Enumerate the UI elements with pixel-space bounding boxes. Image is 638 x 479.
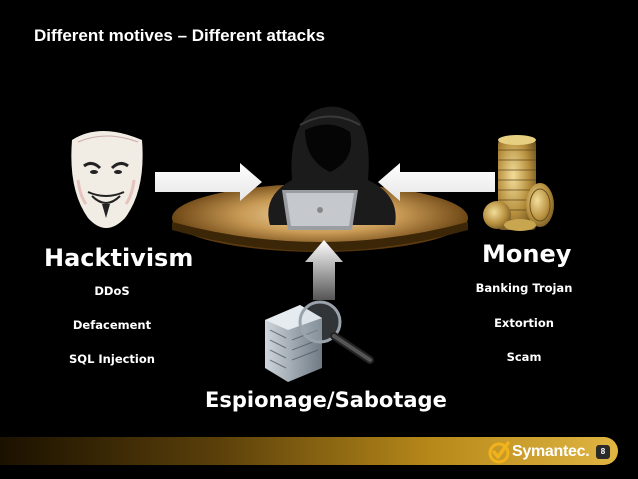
espionage-heading: Espionage/Sabotage: [205, 388, 447, 412]
magnifier-building-icon: [265, 300, 374, 382]
hacktivism-item-defacement: Defacement: [72, 318, 152, 332]
coin-stack-icon: [483, 135, 554, 231]
hacktivism-item-ddos: DDoS: [94, 284, 130, 298]
footer-bar: [0, 437, 618, 465]
money-item-extortion: Extortion: [494, 316, 554, 330]
checkmark-logo-icon: [488, 441, 510, 464]
brand-name: Symantec.: [512, 443, 590, 460]
arrow-up-icon: [305, 240, 343, 300]
hacktivism-item-sql-injection: SQL Injection: [69, 352, 155, 366]
slide-title: Different motives – Different attacks: [34, 26, 325, 45]
hacktivism-heading: Hacktivism: [44, 244, 194, 272]
hooded-hacker-icon: [268, 106, 396, 230]
money-item-scam: Scam: [506, 350, 542, 364]
symantec-logo: Symantec.: [488, 440, 590, 464]
money-heading: Money: [482, 240, 572, 268]
mask-icon: [71, 131, 143, 228]
page-number: 8: [596, 445, 610, 459]
arrow-right-icon: [155, 163, 262, 201]
money-item-banking-trojan: Banking Trojan: [475, 281, 573, 295]
arrow-left-icon: [378, 163, 495, 201]
